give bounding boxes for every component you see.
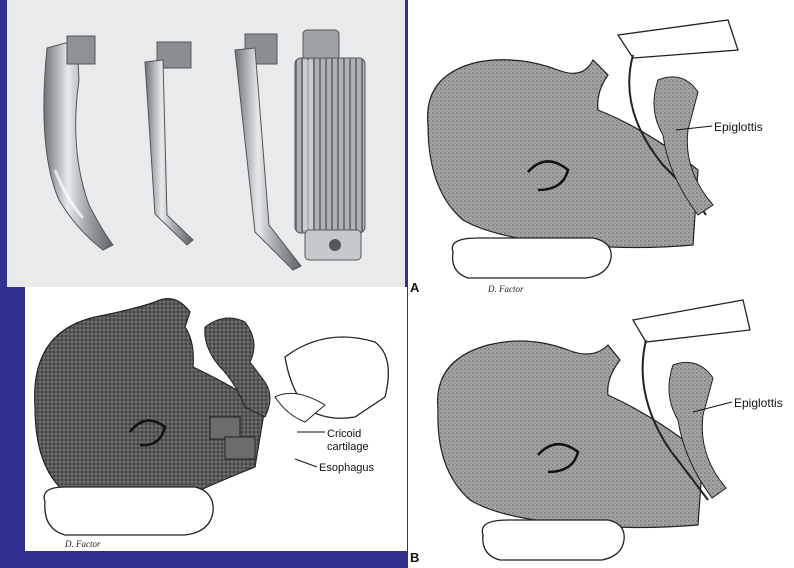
intubation-illustration: Epiglottis A D. Factor Epiglottis B xyxy=(408,0,794,568)
panel-a: Epiglottis A D. Factor xyxy=(410,20,763,295)
epiglottis-label-a: Epiglottis xyxy=(714,120,763,134)
laryngoscope-handle xyxy=(295,30,365,260)
panel-letter-a: A xyxy=(410,280,420,295)
epiglottis-label-b: Epiglottis xyxy=(734,396,783,410)
head-pillow xyxy=(44,487,213,535)
head-silhouette-b xyxy=(438,341,703,528)
artist-signature-a: D. Factor xyxy=(487,284,524,294)
cricoid-label: Cricoid cartilage xyxy=(327,428,369,453)
esophagus-label: Esophagus xyxy=(319,462,375,474)
panel-letter-b: B xyxy=(410,550,419,565)
laryngoscope-photo xyxy=(7,0,405,287)
cricoid-pressure-illustration: Cricoid cartilage Esophagus D. Factor xyxy=(25,287,407,551)
artist-signature: D. Factor xyxy=(64,539,101,549)
panel-b: Epiglottis B xyxy=(410,300,783,565)
